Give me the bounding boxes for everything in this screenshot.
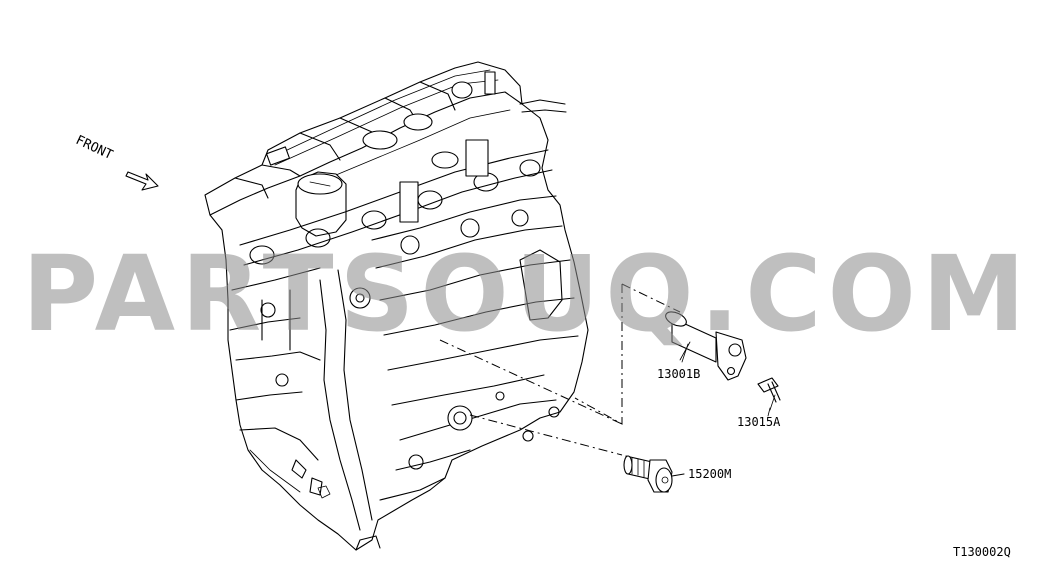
reference-lines [439,283,681,456]
bolt-illustration [757,377,781,411]
engine-block-illustration [204,61,589,551]
diagram-code: T130002Q [953,545,1011,559]
oil-drain-plug-illustration [623,455,685,493]
part-label-13001b[interactable]: 13001B [657,367,700,381]
part-label-15200m[interactable]: 15200M [688,467,731,481]
arrow-right-icon [125,171,159,191]
front-label: FRONT [73,133,115,163]
leader-lines [681,343,771,417]
front-indicator: FRONT [73,133,115,163]
watermark-text: PARTSOUQ.COM [22,233,1031,355]
cylinder-block-heater-illustration [665,311,747,381]
part-label-13015a[interactable]: 13015A [737,415,781,429]
